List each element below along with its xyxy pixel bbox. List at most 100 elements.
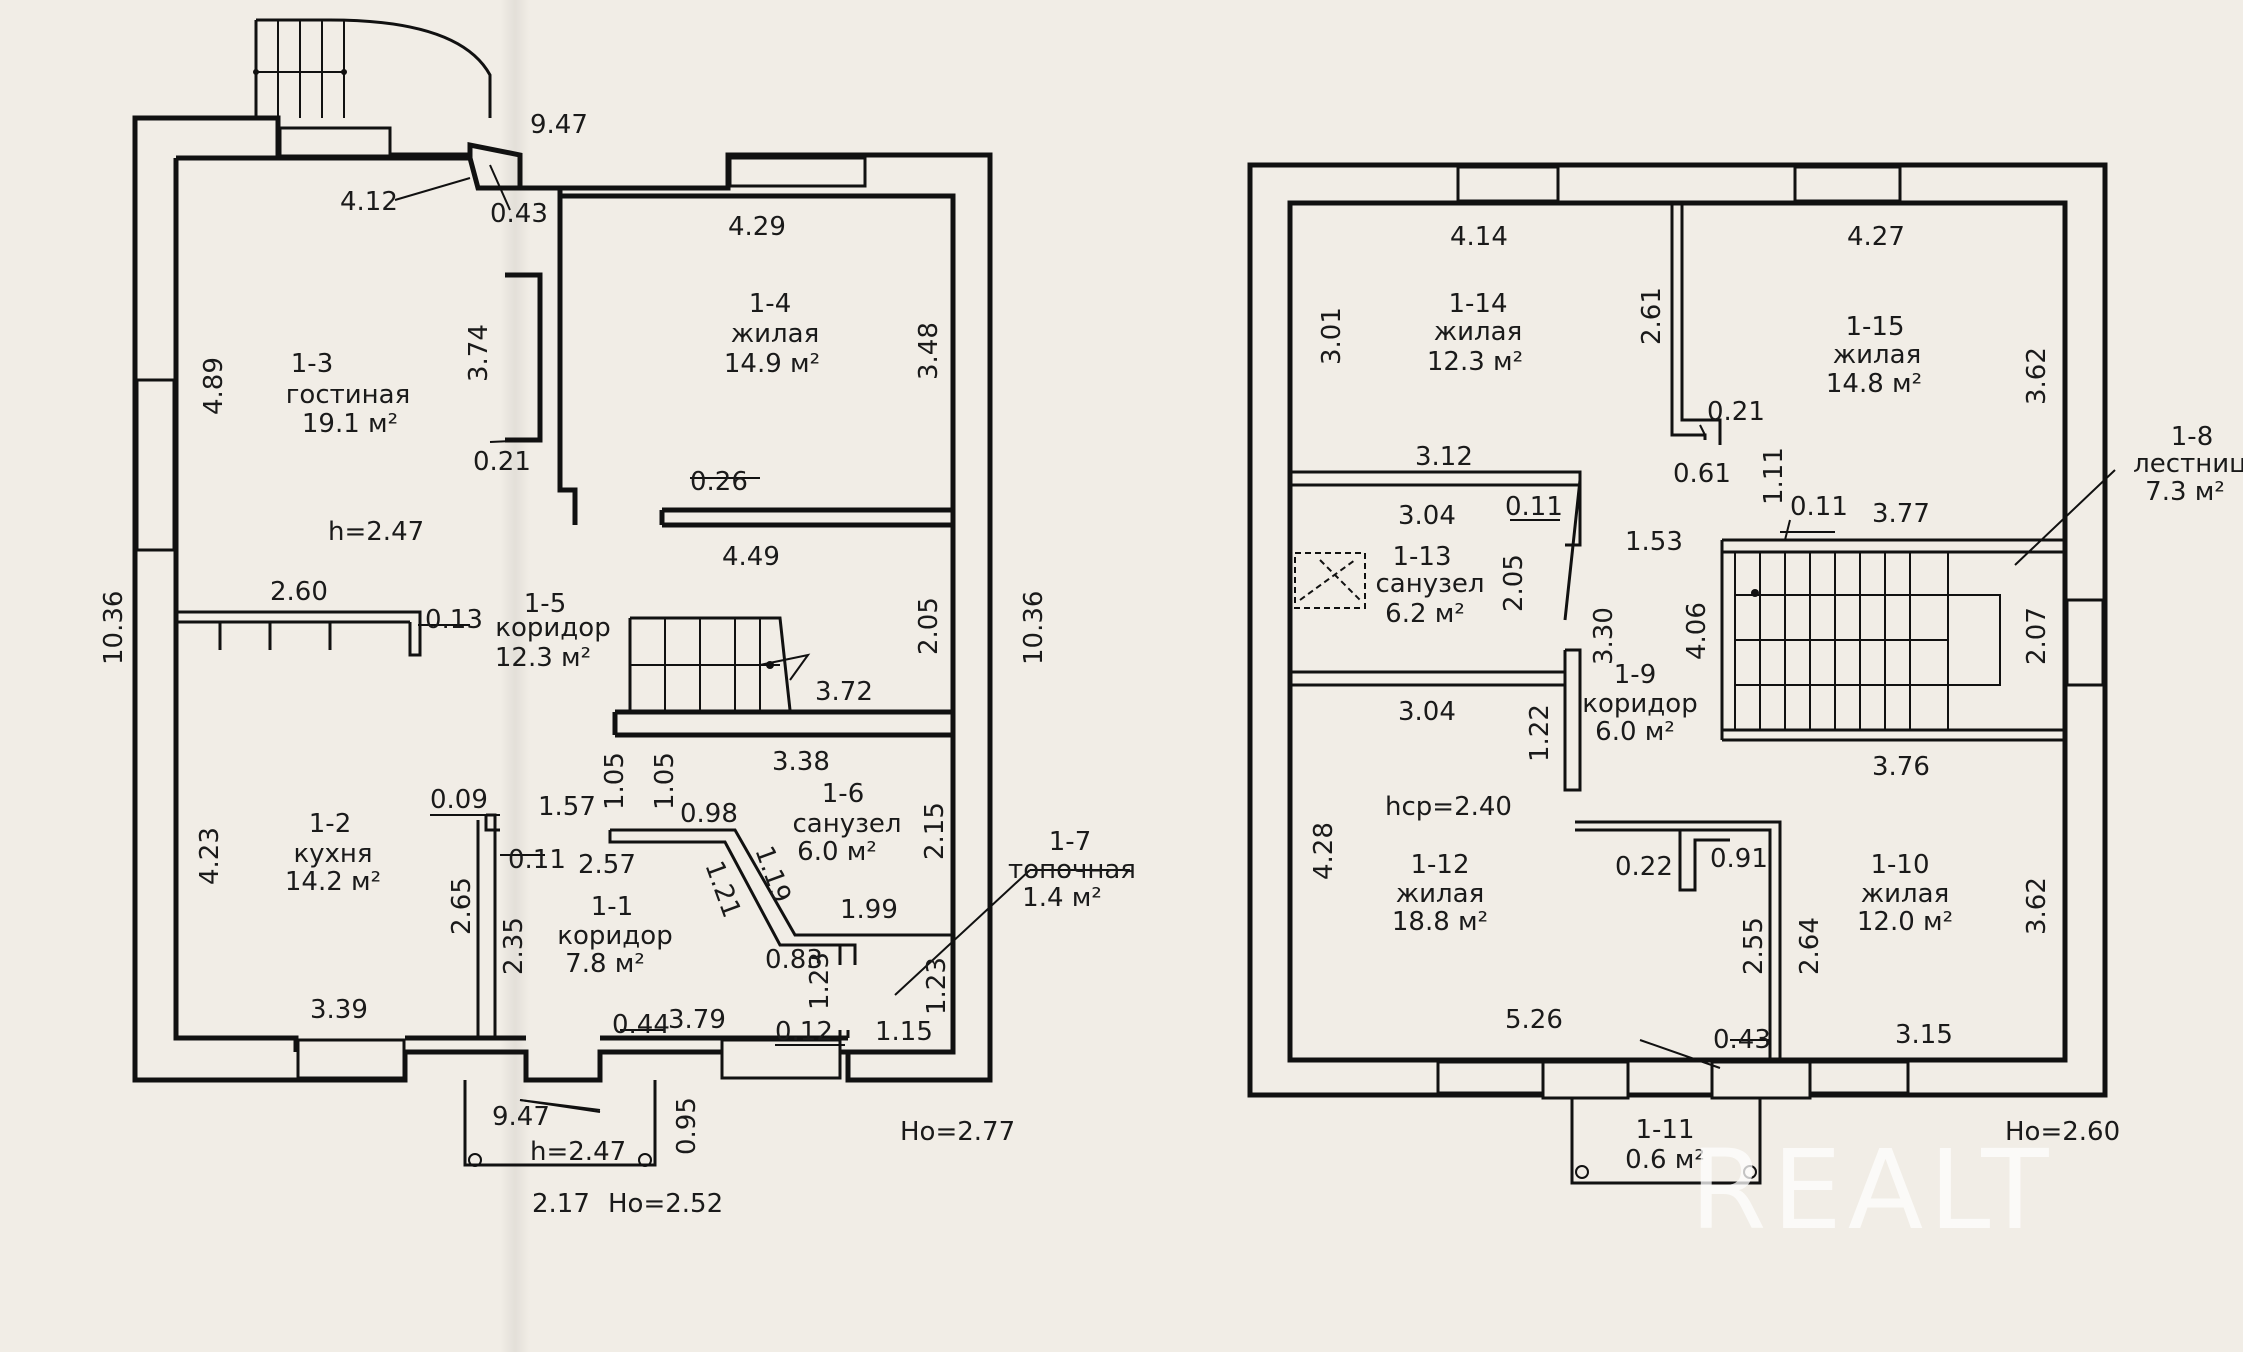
dim-3-76: 3.76 [1872, 752, 1930, 782]
room-1-1-area: 7.8 м² [565, 949, 645, 979]
floor1-outer-wall-outer [132, 115, 993, 1083]
floor2-stairs [1720, 538, 2065, 742]
dim-0-26: 0.26 [690, 467, 748, 497]
room-1-7-type: топочная [1008, 855, 1136, 885]
dim-2-07: 2.07 [2022, 607, 2052, 665]
floor1-left-window [135, 378, 176, 552]
dim-ho-2-52: Hо=2.52 [608, 1189, 723, 1219]
floor2-bottom-window-1 [1436, 1060, 1545, 1095]
dim-1-99: 1.99 [840, 895, 898, 925]
room-1-7-area: 1.4 м² [1022, 883, 1102, 913]
dim-4-49: 4.49 [722, 542, 780, 572]
dim-ho-2-60: Hо=2.60 [2005, 1117, 2120, 1147]
dim-4-29: 4.29 [728, 212, 786, 242]
dim-0-95: 0.95 [672, 1097, 702, 1155]
floor2-shower-icon [1294, 552, 1366, 609]
room-1-8-type: лестниц [2133, 449, 2243, 479]
floor1-top-window [278, 126, 392, 158]
room-1-1-type: коридор [557, 921, 672, 951]
dim-0-21-f2: 0.21 [1707, 397, 1765, 427]
dim-3-72: 3.72 [815, 677, 873, 707]
dim-1-53: 1.53 [1625, 527, 1683, 557]
dim-3-77: 3.77 [1872, 499, 1930, 529]
dim-2-64: 2.64 [1795, 917, 1825, 975]
room-1-4-num: 1-4 [749, 289, 791, 319]
dim-1-23-a: 1.23 [805, 952, 835, 1010]
room-1-12-num: 1-12 [1410, 850, 1469, 880]
dim-2-15: 2.15 [920, 802, 950, 860]
floor2-right-window [2065, 598, 2105, 687]
dim-2-05-f1: 2.05 [914, 597, 944, 655]
floor1-bottom-window-1 [296, 1038, 406, 1080]
room-1-9-num: 1-9 [1614, 660, 1656, 690]
dim-0-43: 0.43 [490, 199, 548, 229]
room-1-6-type: санузел [792, 809, 901, 839]
room-1-11-area: 0.6 м² [1625, 1145, 1705, 1175]
room-1-5-num: 1-5 [524, 589, 566, 619]
room-1-6-num: 1-6 [822, 779, 864, 809]
dim-10-36-left: 10.36 [99, 591, 129, 665]
dim-1-05-b: 1.05 [650, 752, 680, 810]
dim-3-62-a: 3.62 [2022, 347, 2052, 405]
room-1-5-area: 12.3 м² [495, 643, 591, 673]
room-1-3-num: 1-3 [291, 349, 333, 379]
dim-0-12: 0.12 [775, 1017, 833, 1047]
room-1-10-num: 1-10 [1870, 850, 1929, 880]
dim-2-17: 2.17 [532, 1189, 590, 1219]
floor2-wall-room14-bottom [1290, 470, 1582, 621]
dim-ho-2-77: Hо=2.77 [900, 1117, 1015, 1147]
floor2-labels: 1-14 жилая 12.3 м² 1-15 жилая 14.8 м² 1-… [1309, 222, 2243, 1175]
dim-10-36-right: 10.36 [1019, 591, 1049, 665]
dim-0-11-f2a: 0.11 [1505, 492, 1563, 522]
dim-2-55: 2.55 [1739, 917, 1769, 975]
floor2-outer-wall-outer [1247, 162, 2108, 1098]
dim-2-05-f2: 2.05 [1499, 554, 1529, 612]
floor1-wall-room14-bottom [659, 507, 953, 528]
floor1-wall-kitchen-corridor [476, 813, 500, 1038]
room-1-8-num: 1-8 [2171, 422, 2213, 452]
floor2-top-window-2 [1793, 165, 1902, 203]
dim-3-74: 3.74 [464, 324, 494, 382]
dim-4-27: 4.27 [1847, 222, 1905, 252]
dim-3-30: 3.30 [1589, 607, 1619, 665]
dim-h-2-47-a: h=2.47 [328, 517, 424, 547]
room-1-10-type: жилая [1861, 879, 1950, 909]
room-1-6-area: 6.0 м² [797, 837, 877, 867]
floor1-wall-living-kitchen [176, 610, 422, 657]
room-1-14-area: 12.3 м² [1427, 347, 1523, 377]
floor2-door-right [1710, 1060, 1812, 1100]
dim-5-26: 5.26 [1505, 1005, 1563, 1035]
dim-1-05-a: 1.05 [600, 752, 630, 810]
room-1-9-type: коридор [1582, 689, 1697, 719]
floor1-wall-bath-top [612, 709, 953, 738]
dim-9-47-bottom: 9.47 [492, 1102, 550, 1132]
floor1-inner-stairs [628, 616, 811, 712]
dim-4-89: 4.89 [199, 357, 229, 415]
room-1-4-area: 14.9 м² [724, 349, 820, 379]
floor1-wall-bath-lower [608, 828, 953, 965]
floor2-plan [1247, 162, 2116, 1185]
dim-3-01: 3.01 [1317, 307, 1347, 365]
dim-0-22: 0.22 [1615, 852, 1673, 882]
dim-3-38: 3.38 [772, 747, 830, 777]
dim-3-79: 3.79 [668, 1005, 726, 1035]
room-1-12-type: жилая [1396, 879, 1485, 909]
room-1-13-num: 1-13 [1392, 542, 1451, 572]
floor2-wall-room14-15 [1670, 203, 1722, 445]
dim-2-57: 2.57 [578, 850, 636, 880]
dim-0-21-a: 0.21 [473, 447, 531, 477]
dim-4-28: 4.28 [1309, 822, 1339, 880]
dim-0-61: 0.61 [1673, 459, 1731, 489]
dim-1-57: 1.57 [538, 792, 596, 822]
floor2-balcony [1570, 1098, 1762, 1185]
floor2-wall-room12-10 [1575, 820, 1782, 1060]
dim-2-35: 2.35 [499, 917, 529, 975]
dim-2-65: 2.65 [447, 877, 477, 935]
floor1-top-right-window [728, 156, 867, 188]
room-1-15-num: 1-15 [1845, 312, 1904, 342]
dim-0-98: 0.98 [680, 799, 738, 829]
floor2-leader-lines [1510, 424, 2116, 1069]
dim-4-14: 4.14 [1450, 222, 1508, 252]
dim-4-23: 4.23 [195, 827, 225, 885]
dim-3-04-a: 3.04 [1398, 501, 1456, 531]
